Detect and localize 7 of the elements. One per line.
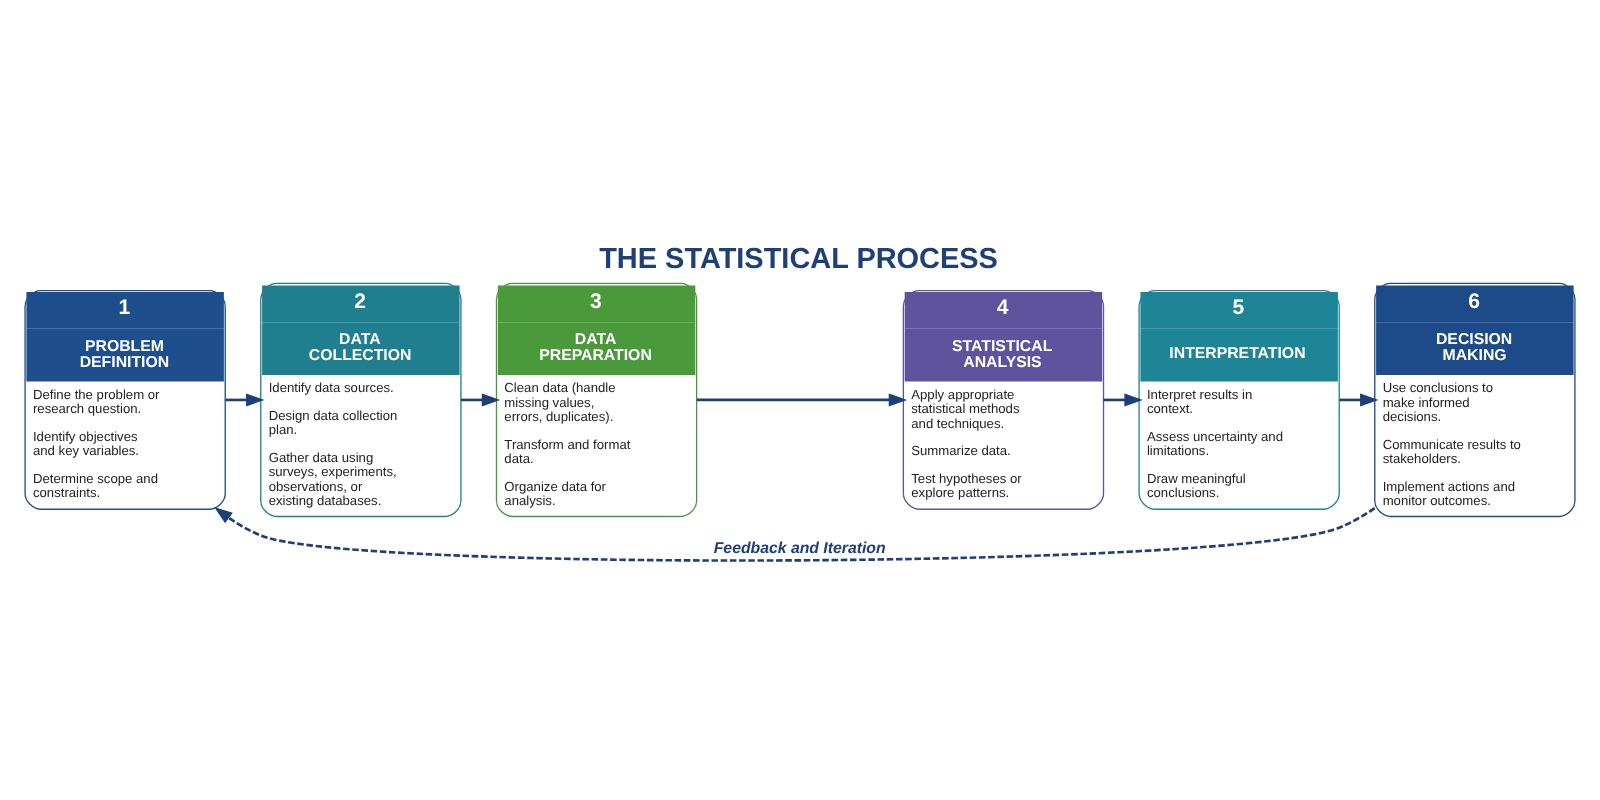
- diagram-title: THE STATISTICAL PROCESS: [599, 243, 998, 276]
- arrow: [225, 392, 265, 406]
- arrow: [214, 506, 1376, 561]
- arrow: [696, 392, 908, 406]
- arrow: [1103, 392, 1143, 406]
- arrow: [1339, 392, 1379, 406]
- arrow: [461, 392, 501, 406]
